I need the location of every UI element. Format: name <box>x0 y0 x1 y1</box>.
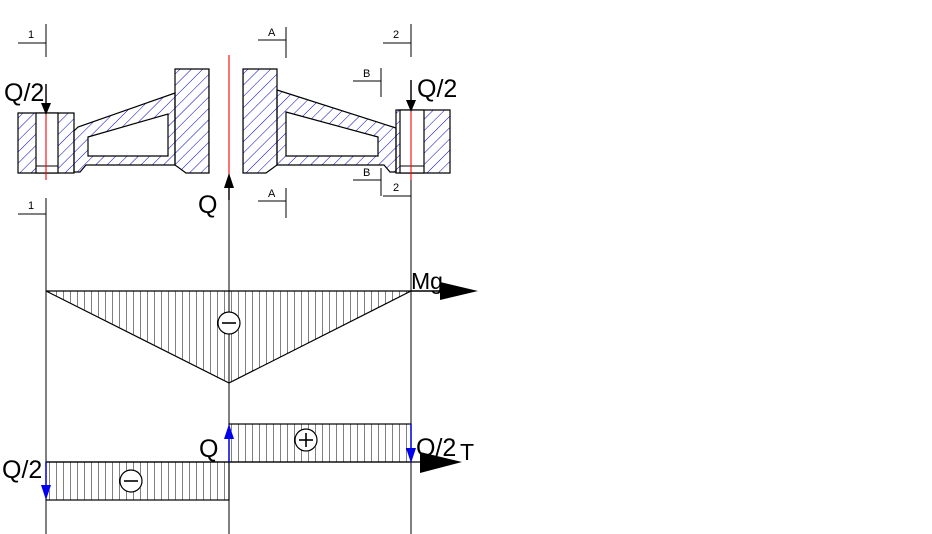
section-label-1-bottom: 1 <box>28 200 34 212</box>
shear-force-diagram: T Q/2 Q Q/2 <box>2 423 474 501</box>
section-marker-a-bottom: A <box>258 188 287 218</box>
section-label-b-bottom: B <box>363 167 370 179</box>
section-label-1-top: 1 <box>28 29 34 41</box>
shear-label-left: Q/2 <box>2 456 42 484</box>
load-label-right: Q/2 <box>417 75 457 103</box>
section-label-b-top: B <box>363 68 370 80</box>
moment-sign-marker <box>217 311 241 335</box>
load-arrow-left <box>41 84 51 115</box>
shear-axis-label: T <box>460 439 474 465</box>
moment-axis-label: Mg <box>411 268 443 294</box>
bending-moment-diagram: Mg <box>45 268 478 384</box>
section-label-a-top: A <box>268 27 276 39</box>
section-marker-1-bottom: 1 <box>18 198 47 228</box>
shear-label-center: Q <box>199 435 218 463</box>
part-cross-section <box>17 55 451 200</box>
right-boss <box>395 109 451 174</box>
right-arm <box>276 89 397 173</box>
section-marker-2-bottom: 2 <box>383 180 412 212</box>
section-marker-a-top: A <box>258 27 287 58</box>
central-hub <box>174 68 278 174</box>
section-label-2-top: 2 <box>393 29 399 41</box>
moment-area-fill <box>46 291 411 383</box>
load-arrow-right <box>406 80 416 112</box>
moment-axis-arrowhead <box>440 282 478 300</box>
shear-jump-arrow-right <box>406 424 416 463</box>
shear-label-right: Q/2 <box>416 434 456 462</box>
shear-positive-sign-marker <box>294 428 318 452</box>
shear-axis-arrowhead <box>420 452 462 473</box>
shear-jump-arrow-left <box>41 462 51 500</box>
section-marker-2-top: 2 <box>383 24 412 57</box>
left-arm <box>73 92 176 173</box>
section-marker-b-bottom: B <box>353 167 382 196</box>
load-arrow-center <box>224 173 234 200</box>
load-label-center: Q <box>198 191 217 219</box>
shear-negative-sign-marker <box>119 469 143 493</box>
moment-area-outline <box>45 290 412 384</box>
section-label-a-bottom: A <box>268 188 276 200</box>
section-marker-b-top: B <box>353 68 382 97</box>
section-marker-1-top: 1 <box>18 24 47 57</box>
load-label-left: Q/2 <box>4 79 44 107</box>
section-label-2-bottom: 2 <box>393 182 399 194</box>
load-arrows: Q/2 Q/2 Q <box>4 75 457 219</box>
shear-positive-fill <box>229 424 411 462</box>
shear-jump-arrow-center <box>224 424 234 462</box>
